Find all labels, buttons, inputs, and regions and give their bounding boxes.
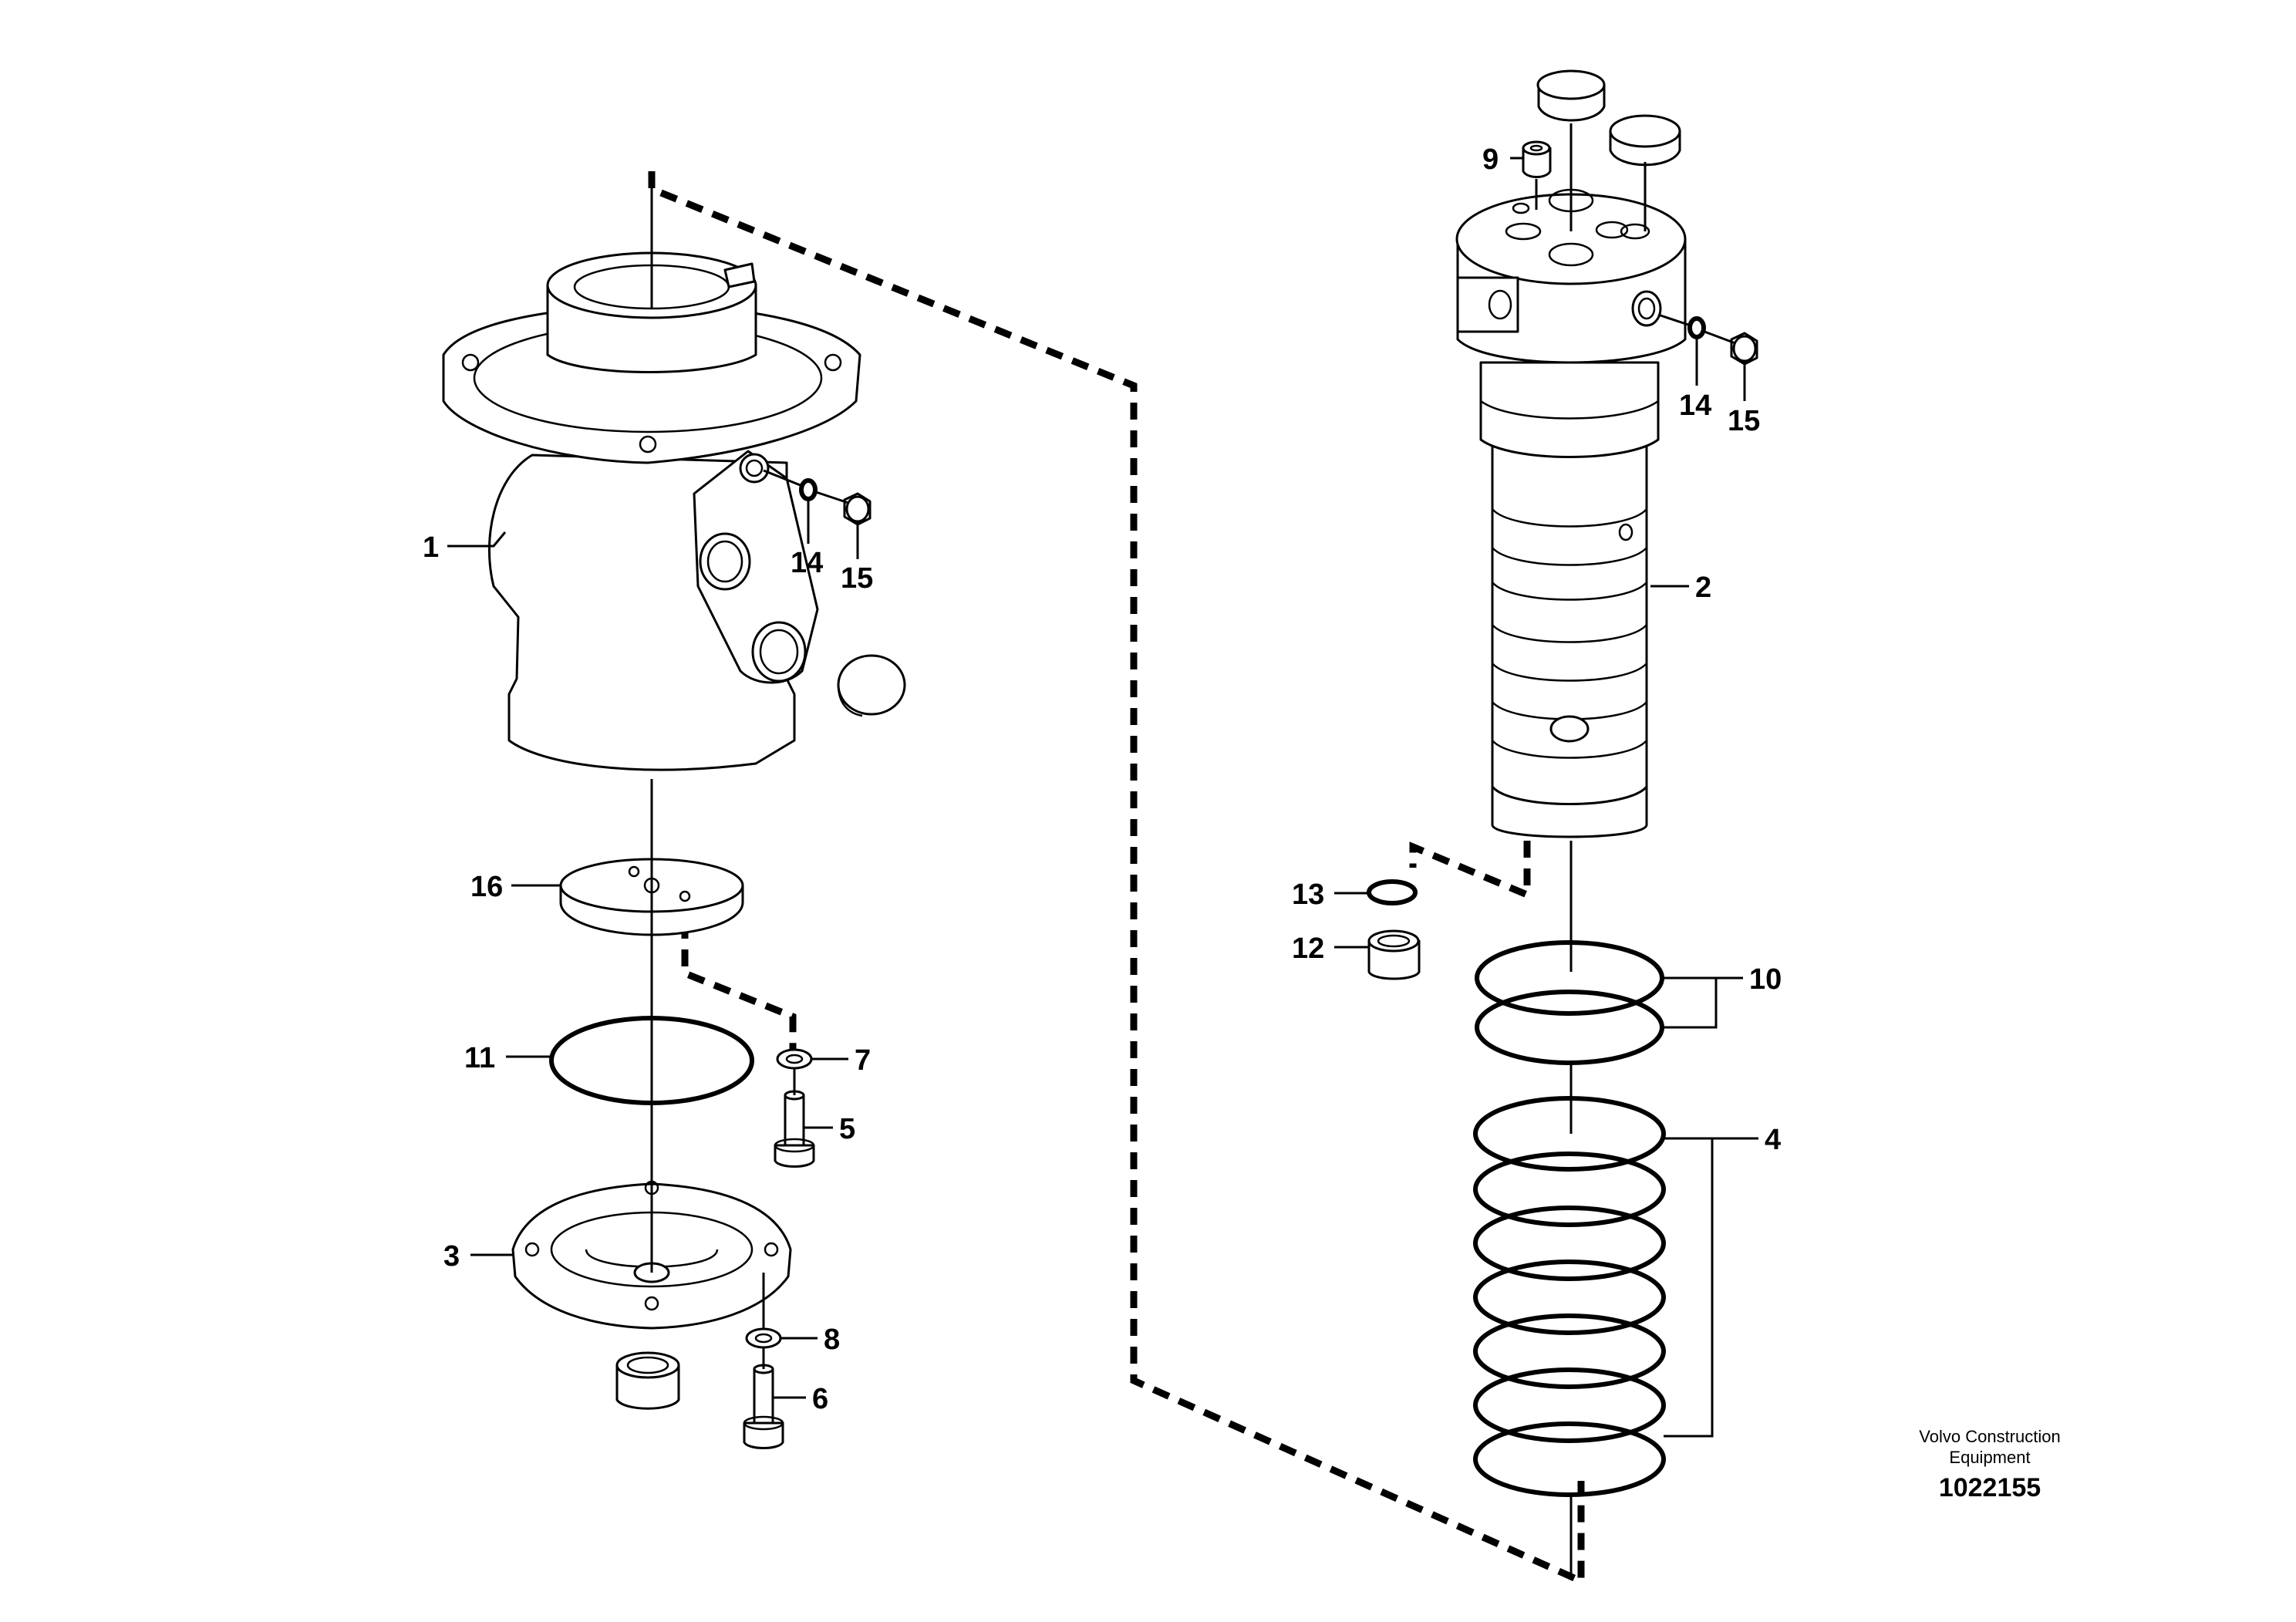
- plug-part-15-left: [843, 492, 872, 526]
- callout-6: 6: [812, 1383, 828, 1415]
- rings-part-10: [1475, 940, 1664, 1065]
- callout-14-right: 14: [1679, 389, 1711, 422]
- washer-part-7: [776, 1048, 813, 1070]
- document-number: 1022155: [1939, 1473, 2041, 1502]
- o-ring-part-14-right: [1687, 316, 1706, 339]
- callout-14-left: 14: [791, 547, 823, 579]
- callout-4: 4: [1765, 1124, 1781, 1156]
- callout-8: 8: [824, 1324, 840, 1356]
- callout-11: 11: [464, 1042, 495, 1074]
- callout-12: 12: [1292, 932, 1324, 965]
- bolt-part-6: [743, 1364, 784, 1449]
- callout-10: 10: [1749, 963, 1782, 996]
- housing-part-1: [442, 251, 906, 771]
- callout-7: 7: [855, 1044, 871, 1077]
- callout-9: 9: [1482, 143, 1499, 176]
- o-ring-part-14-left: [799, 478, 818, 501]
- callout-13: 13: [1292, 878, 1324, 911]
- callout-15-right: 15: [1728, 405, 1760, 437]
- plug-part-12: [1367, 929, 1421, 980]
- publisher-name-line2: Equipment: [1949, 1448, 2030, 1467]
- callout-1: 1: [423, 531, 439, 564]
- washer-part-8: [745, 1327, 782, 1349]
- cap-plug-top-2: [1609, 114, 1681, 167]
- plug-part-15-right: [1730, 332, 1758, 366]
- o-ring-part-13: [1367, 879, 1418, 905]
- drain-plug: [615, 1351, 680, 1410]
- cap-plug-top-1: [1536, 69, 1606, 122]
- bolt-part-5: [774, 1090, 815, 1168]
- callout-3: 3: [443, 1240, 460, 1273]
- callout-16: 16: [470, 871, 503, 903]
- publisher-name-line1: Volvo Construction: [1919, 1427, 2060, 1446]
- plug-part-9: [1522, 140, 1552, 178]
- rings-part-4: [1473, 1096, 1666, 1497]
- phantom-line-plug: [1409, 841, 1531, 900]
- callout-2: 2: [1695, 572, 1711, 604]
- spool-part-2: [1455, 188, 1687, 838]
- callout-5: 5: [839, 1113, 855, 1145]
- callout-15-left: 15: [841, 562, 873, 595]
